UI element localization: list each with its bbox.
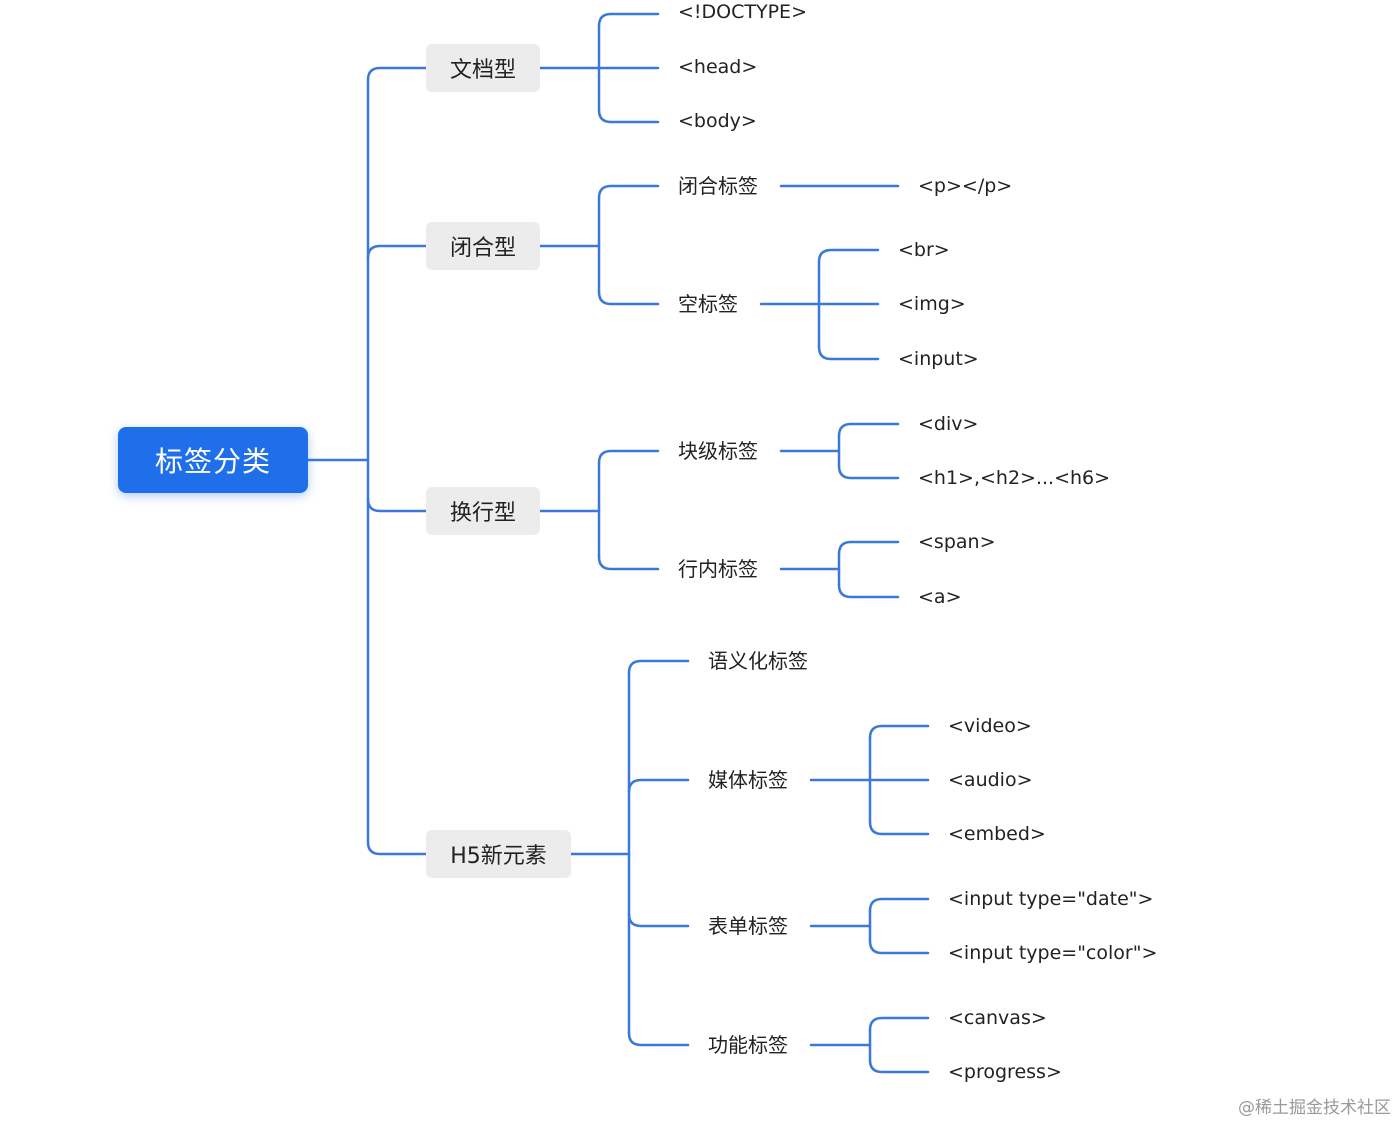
branch-node-closing: 闭合型	[426, 222, 540, 270]
leaf-span: <span>	[918, 531, 996, 553]
sub-node-semantic-tag: 语义化标签	[708, 649, 808, 673]
root-edge-0	[366, 66, 428, 82]
leaf-input-color: <input type="color">	[948, 942, 1158, 964]
leaf-canvas: <canvas>	[948, 1007, 1047, 1029]
media-edge-2	[868, 820, 930, 836]
branch-label: H5新元素	[450, 844, 547, 869]
sub-node-form-tag: 表单标签	[708, 914, 788, 938]
leaf-body: <body>	[678, 110, 757, 132]
block-edge-1	[837, 464, 900, 480]
leaf-audio: <audio>	[948, 769, 1033, 791]
branch-label: 闭合型	[449, 236, 516, 261]
h5-edge-0	[627, 659, 690, 675]
leaf-input-date: <input type="date">	[948, 888, 1154, 910]
empty-edge-0	[817, 248, 880, 264]
leaf-doctype: <!DOCTYPE>	[678, 1, 807, 23]
leaf-input: <input>	[898, 348, 979, 370]
closing-edge-0	[597, 184, 660, 200]
branch-label: 文档型	[449, 58, 516, 83]
doc-edge-2	[597, 108, 660, 124]
sub-node-inline-tag: 行内标签	[678, 557, 758, 581]
branch-label: 换行型	[449, 501, 516, 526]
root-edge-3	[366, 840, 428, 856]
h5-edge-2	[627, 912, 690, 928]
linebreak-edge-1	[597, 555, 660, 571]
inline-edge-0	[837, 540, 900, 556]
leaf-div: <div>	[918, 413, 979, 435]
sub-node-block-tag: 块级标签	[678, 439, 758, 463]
root-edge-1	[366, 244, 428, 260]
leaf-embed: <embed>	[948, 823, 1046, 845]
leaf-img: <img>	[898, 293, 966, 315]
closing-edge-1	[597, 290, 660, 306]
branch-node-line-break: 换行型	[426, 487, 540, 535]
root-label: 标签分类	[154, 445, 271, 478]
media-edge-0	[868, 724, 930, 740]
leaf-br: <br>	[898, 239, 950, 261]
inline-edge-1	[837, 583, 900, 599]
linebreak-edge-0	[597, 449, 660, 465]
root-edge-2	[366, 497, 428, 513]
block-edge-0	[837, 422, 900, 438]
sub-node-empty-tag: 空标签	[678, 292, 738, 316]
form-edge-0	[868, 897, 930, 913]
leaf-a: <a>	[918, 586, 962, 608]
site-watermark: @稀土掘金技术社区	[1238, 1098, 1391, 1118]
form-edge-1	[868, 939, 930, 955]
branch-node-h5: H5新元素	[426, 830, 571, 878]
doc-edge-0	[597, 12, 660, 28]
sub-node-function-tag: 功能标签	[708, 1033, 788, 1057]
empty-edge-2	[817, 345, 880, 361]
h5-edge-1	[627, 778, 690, 794]
sub-node-closed-tag: 闭合标签	[678, 174, 758, 198]
func-edge-0	[868, 1016, 930, 1032]
leaf-video: <video>	[948, 715, 1032, 737]
leaf-headings: <h1>,<h2>...<h6>	[918, 467, 1111, 489]
h5-edge-3	[627, 1031, 690, 1047]
sub-node-media-tag: 媒体标签	[708, 768, 788, 792]
leaf-progress: <progress>	[948, 1061, 1062, 1083]
func-edge-1	[868, 1058, 930, 1074]
leaf-p: <p></p>	[918, 175, 1013, 197]
root-node: 标签分类	[118, 427, 308, 493]
leaf-head: <head>	[678, 56, 758, 78]
branch-node-document: 文档型	[426, 44, 540, 92]
